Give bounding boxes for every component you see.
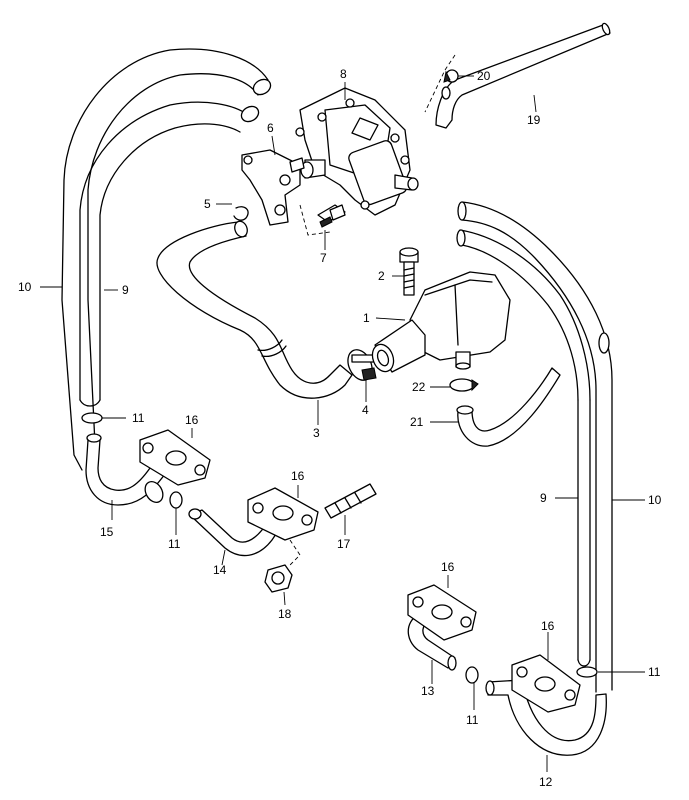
callout-22: 22 xyxy=(412,380,426,394)
hose-19 xyxy=(435,22,611,129)
pipe-12 xyxy=(485,679,607,756)
flange-16-a xyxy=(139,429,211,486)
oring-11-a xyxy=(81,412,103,424)
callout-1: 1 xyxy=(363,311,370,325)
callout-4: 4 xyxy=(362,403,369,417)
clip-5 xyxy=(233,206,249,221)
hose-9-left xyxy=(79,101,260,407)
callout-13: 13 xyxy=(421,684,435,698)
callout-11-c: 11 xyxy=(466,713,479,727)
callout-9-left: 9 xyxy=(122,283,129,297)
callout-7: 7 xyxy=(320,251,327,265)
clamp-22 xyxy=(449,378,479,392)
flange-16-b xyxy=(247,487,319,541)
callout-21: 21 xyxy=(410,415,424,429)
oring-11-b xyxy=(169,491,183,509)
callout-11-d: 11 xyxy=(648,665,661,679)
leader-lines xyxy=(40,75,645,772)
callout-15: 15 xyxy=(100,525,114,539)
hose-3 xyxy=(156,220,353,399)
callout-12: 12 xyxy=(539,775,553,789)
callout-11-b: 11 xyxy=(168,537,181,551)
callout-9-right: 9 xyxy=(540,491,547,505)
callout-numbers: 1 2 3 4 5 6 7 8 9 10 11 16 15 11 14 16 1… xyxy=(18,67,662,789)
hose-10-right xyxy=(457,201,613,693)
callout-8: 8 xyxy=(340,67,347,81)
callout-16-b: 16 xyxy=(291,469,305,483)
hose-21 xyxy=(456,367,561,447)
bolt-2 xyxy=(399,247,419,296)
stud-17 xyxy=(324,483,377,519)
flange-16-d xyxy=(511,654,581,713)
callout-10-left: 10 xyxy=(18,280,32,294)
case-1 xyxy=(371,271,511,373)
air-valve-8 xyxy=(295,87,419,216)
flange-16-c xyxy=(407,584,477,641)
callout-16-d: 16 xyxy=(541,619,555,633)
callout-20: 20 xyxy=(477,69,491,83)
callout-17: 17 xyxy=(337,537,351,551)
callout-18: 18 xyxy=(278,607,292,621)
hose-9-right xyxy=(456,229,610,667)
callout-2: 2 xyxy=(378,269,385,283)
callout-6: 6 xyxy=(267,121,274,135)
callout-5: 5 xyxy=(204,197,211,211)
callout-11-a: 11 xyxy=(132,411,145,425)
nut-18 xyxy=(264,539,301,593)
oring-11-d xyxy=(576,666,598,678)
clamp-4 xyxy=(347,349,377,381)
callout-16-c: 16 xyxy=(441,560,455,574)
callout-16-a: 16 xyxy=(185,413,199,427)
bolt-7 xyxy=(299,204,346,236)
oring-11-c xyxy=(465,666,479,684)
callout-10-right: 10 xyxy=(648,493,662,507)
callout-3: 3 xyxy=(313,426,320,440)
callout-19: 19 xyxy=(527,113,541,127)
bracket-6 xyxy=(241,149,305,226)
callout-14: 14 xyxy=(213,563,227,577)
